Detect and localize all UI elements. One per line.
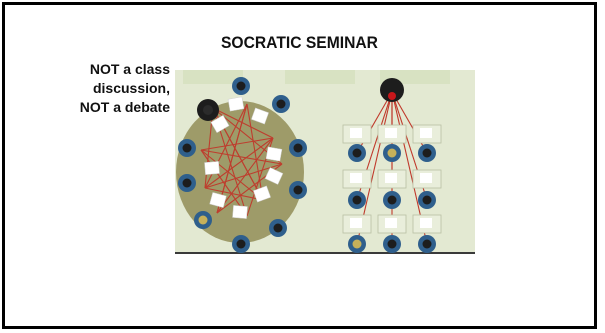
wall-panel [285, 70, 355, 84]
student [383, 144, 401, 162]
student [272, 95, 290, 113]
caption-line: NOT a debate [25, 98, 170, 117]
student [418, 144, 436, 162]
row-students [348, 144, 436, 253]
teacher [380, 78, 404, 102]
slide: SOCRATIC SEMINAR NOT a class discussion,… [2, 2, 597, 329]
student [348, 235, 366, 253]
student [232, 235, 250, 253]
student [383, 235, 401, 253]
slide-caption: NOT a class discussion, NOT a debate [25, 60, 170, 117]
student [383, 191, 401, 209]
student [178, 139, 196, 157]
caption-line: discussion, [25, 79, 170, 98]
student [178, 174, 196, 192]
student [418, 235, 436, 253]
seminar-vs-classroom-illustration [175, 70, 475, 254]
caption-line: NOT a class [25, 60, 170, 79]
student [232, 77, 250, 95]
student-leader [197, 99, 219, 121]
student [418, 191, 436, 209]
student [194, 211, 212, 229]
student [348, 144, 366, 162]
student [289, 181, 307, 199]
student [269, 219, 287, 237]
student [289, 139, 307, 157]
student [348, 191, 366, 209]
slide-title: SOCRATIC SEMINAR [29, 33, 571, 53]
